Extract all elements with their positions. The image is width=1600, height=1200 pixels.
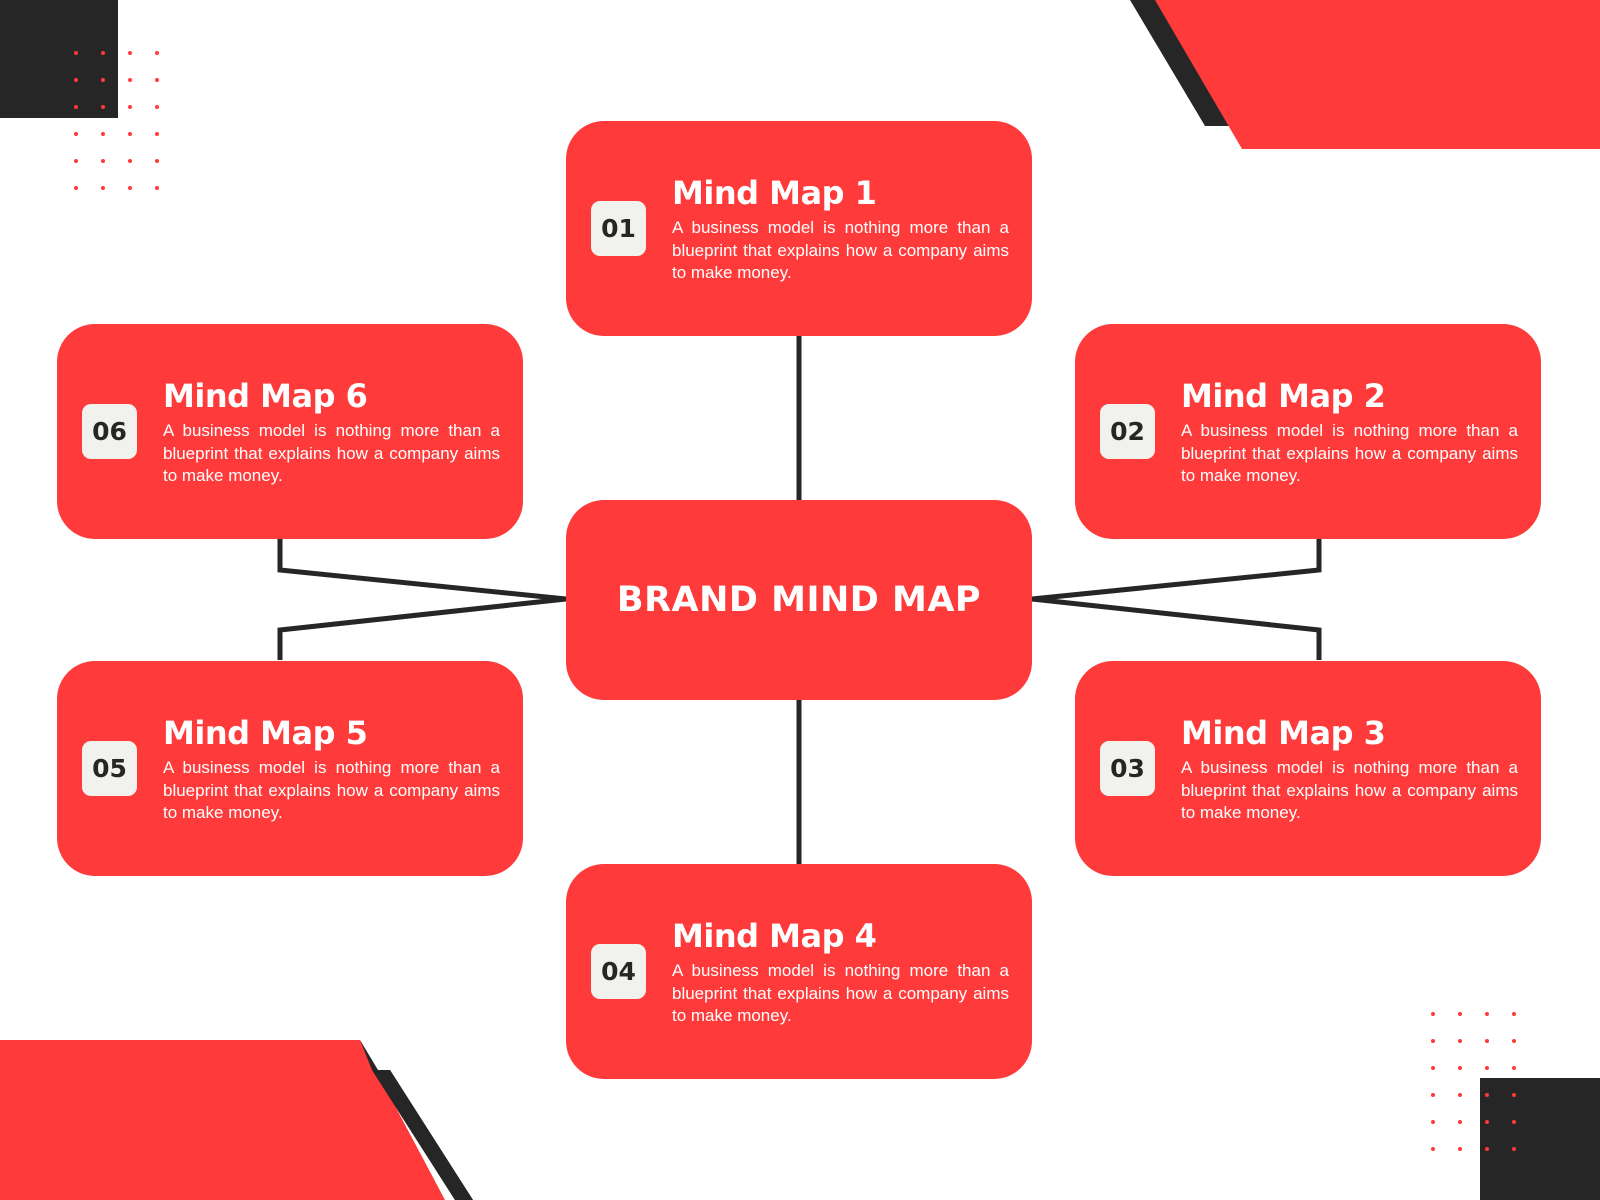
node-number-badge: 02 [1100, 404, 1155, 459]
connector-left-lower [277, 596, 567, 660]
node-description: A business model is nothing more than a … [672, 961, 1009, 1025]
connector-right-lower [1031, 596, 1322, 660]
node-title: Mind Map 6 [163, 377, 368, 415]
node-title: Mind Map 5 [163, 714, 368, 752]
top-right-corner-banner [1130, 0, 1600, 149]
mind-map-node-1: 01 Mind Map 1 A business model is nothin… [566, 121, 1032, 336]
node-title: Mind Map 3 [1181, 714, 1386, 752]
connector-right-upper [1031, 539, 1322, 602]
node-title: Mind Map 2 [1181, 377, 1386, 415]
node-description: A business model is nothing more than a … [672, 218, 1009, 282]
node-description: A business model is nothing more than a … [163, 758, 500, 822]
central-topic-label: BRAND MIND MAP [616, 580, 982, 620]
node-number-badge: 03 [1100, 741, 1155, 796]
node-number-badge: 06 [82, 404, 137, 459]
mind-map-node-5: 05 Mind Map 5 A business model is nothin… [57, 661, 523, 876]
bottom-right-dot-pattern [1431, 1012, 1516, 1151]
node-number-badge: 05 [82, 741, 137, 796]
node-description: A business model is nothing more than a … [1181, 421, 1518, 485]
node-title: Mind Map 4 [672, 917, 877, 955]
bottom-left-corner-banner [0, 1040, 473, 1200]
top-left-corner-block [0, 0, 118, 118]
mind-map-node-6: 06 Mind Map 6 A business model is nothin… [57, 324, 523, 539]
connector-left-upper [277, 539, 567, 602]
mind-map-node-2: 02 Mind Map 2 A business model is nothin… [1075, 324, 1541, 539]
central-topic: BRAND MIND MAP [566, 500, 1032, 700]
mind-map-node-3: 03 Mind Map 3 A business model is nothin… [1075, 661, 1541, 876]
mind-map-node-4: 04 Mind Map 4 A business model is nothin… [566, 864, 1032, 1079]
bottom-right-corner-block [1480, 1078, 1600, 1200]
node-description: A business model is nothing more than a … [1181, 758, 1518, 822]
node-description: A business model is nothing more than a … [163, 421, 500, 485]
node-number-badge: 04 [591, 944, 646, 999]
top-left-dot-pattern [74, 51, 159, 190]
node-number-badge: 01 [591, 201, 646, 256]
node-title: Mind Map 1 [672, 174, 877, 212]
